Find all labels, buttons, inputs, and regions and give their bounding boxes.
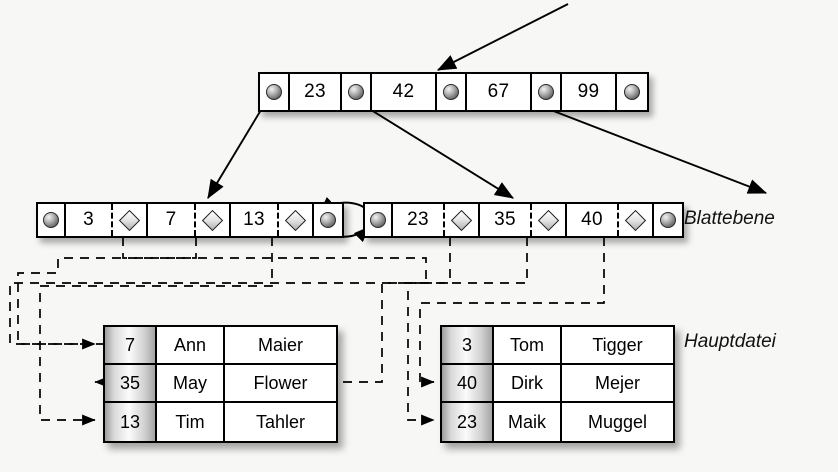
leaf-node-left[interactable]: 3 7 13 [36,202,344,238]
leaf-left-key-0: 3 [66,204,113,236]
data-table-left[interactable]: 7 Ann Maier 35 May Flower 13 Tim Tahler [103,325,338,443]
root-pointer-0[interactable] [260,74,290,110]
pointer-knob-icon [348,84,364,100]
table-row[interactable]: 40 Dirk Mejer [442,365,673,403]
record-pointer-diamond-icon [284,209,307,231]
pointer-knob-icon [624,84,640,100]
row-key: 7 [105,327,157,363]
row-firstname: May [157,365,225,401]
pointer-knob-icon [266,84,282,100]
table-row[interactable]: 3 Tom Tigger [442,327,673,365]
row-firstname: Maik [494,403,562,441]
caption-main-file: Hauptdatei [684,331,776,352]
row-key: 23 [442,403,494,441]
data-table-right[interactable]: 3 Tom Tigger 40 Dirk Mejer 23 Maik Mugge… [440,325,675,443]
next-sibling-knob-icon [660,212,676,228]
prev-sibling-knob-icon [43,212,59,228]
root-pointer-4[interactable] [617,74,647,110]
row-key: 40 [442,365,494,401]
prev-sibling-knob-icon [370,212,386,228]
record-pointer-diamond-icon [201,209,224,231]
leaf-left-next-pointer[interactable] [314,204,342,236]
row-lastname: Tahler [225,403,336,441]
row-firstname: Tom [494,327,562,363]
table-row[interactable]: 7 Ann Maier [105,327,336,365]
row-lastname: Maier [225,327,336,363]
root-key-1: 42 [372,74,437,110]
table-row[interactable]: 13 Tim Tahler [105,403,336,441]
inner-node-root[interactable]: 23 42 67 99 [258,72,649,112]
root-pointer-1[interactable] [342,74,372,110]
row-key: 3 [442,327,494,363]
root-pointer-3[interactable] [532,74,562,110]
record-pointer-diamond-icon [537,209,560,231]
next-sibling-knob-icon [320,212,336,228]
leaf-left-record-pointer-1[interactable] [196,204,231,236]
row-lastname: Flower [225,365,336,401]
row-lastname: Muggel [562,403,673,441]
leaf-right-record-pointer-1[interactable] [532,204,567,236]
leaf-left-prev-pointer[interactable] [38,204,66,236]
leaf-right-key-2: 40 [567,204,619,236]
pointer-knob-icon [538,84,554,100]
row-key: 35 [105,365,157,401]
table-row[interactable]: 35 May Flower [105,365,336,403]
leaf-node-right[interactable]: 23 35 40 [363,202,684,238]
leaf-left-record-pointer-2[interactable] [279,204,314,236]
row-firstname: Dirk [494,365,562,401]
leaf-right-record-pointer-0[interactable] [445,204,480,236]
root-key-2: 67 [467,74,532,110]
root-pointer-2[interactable] [437,74,467,110]
leaf-right-record-pointer-2[interactable] [619,204,654,236]
root-key-0: 23 [290,74,342,110]
leaf-right-key-1: 35 [480,204,532,236]
row-firstname: Ann [157,327,225,363]
leaf-left-key-2: 13 [231,204,279,236]
leaf-left-key-1: 7 [148,204,196,236]
record-pointer-diamond-icon [624,209,647,231]
row-key: 13 [105,403,157,441]
record-pointer-diamond-icon [118,209,141,231]
table-row[interactable]: 23 Maik Muggel [442,403,673,441]
record-pointer-diamond-icon [450,209,473,231]
row-lastname: Tigger [562,327,673,363]
row-lastname: Mejer [562,365,673,401]
leaf-right-next-pointer[interactable] [654,204,682,236]
leaf-left-record-pointer-0[interactable] [113,204,148,236]
leaf-right-key-0: 23 [393,204,445,236]
root-key-3: 99 [562,74,617,110]
leaf-right-prev-pointer[interactable] [365,204,393,236]
arrow-root-entry [436,3,569,71]
row-firstname: Tim [157,403,225,441]
caption-leaf-level: Blattebene [684,208,775,229]
pointer-knob-icon [443,84,459,100]
